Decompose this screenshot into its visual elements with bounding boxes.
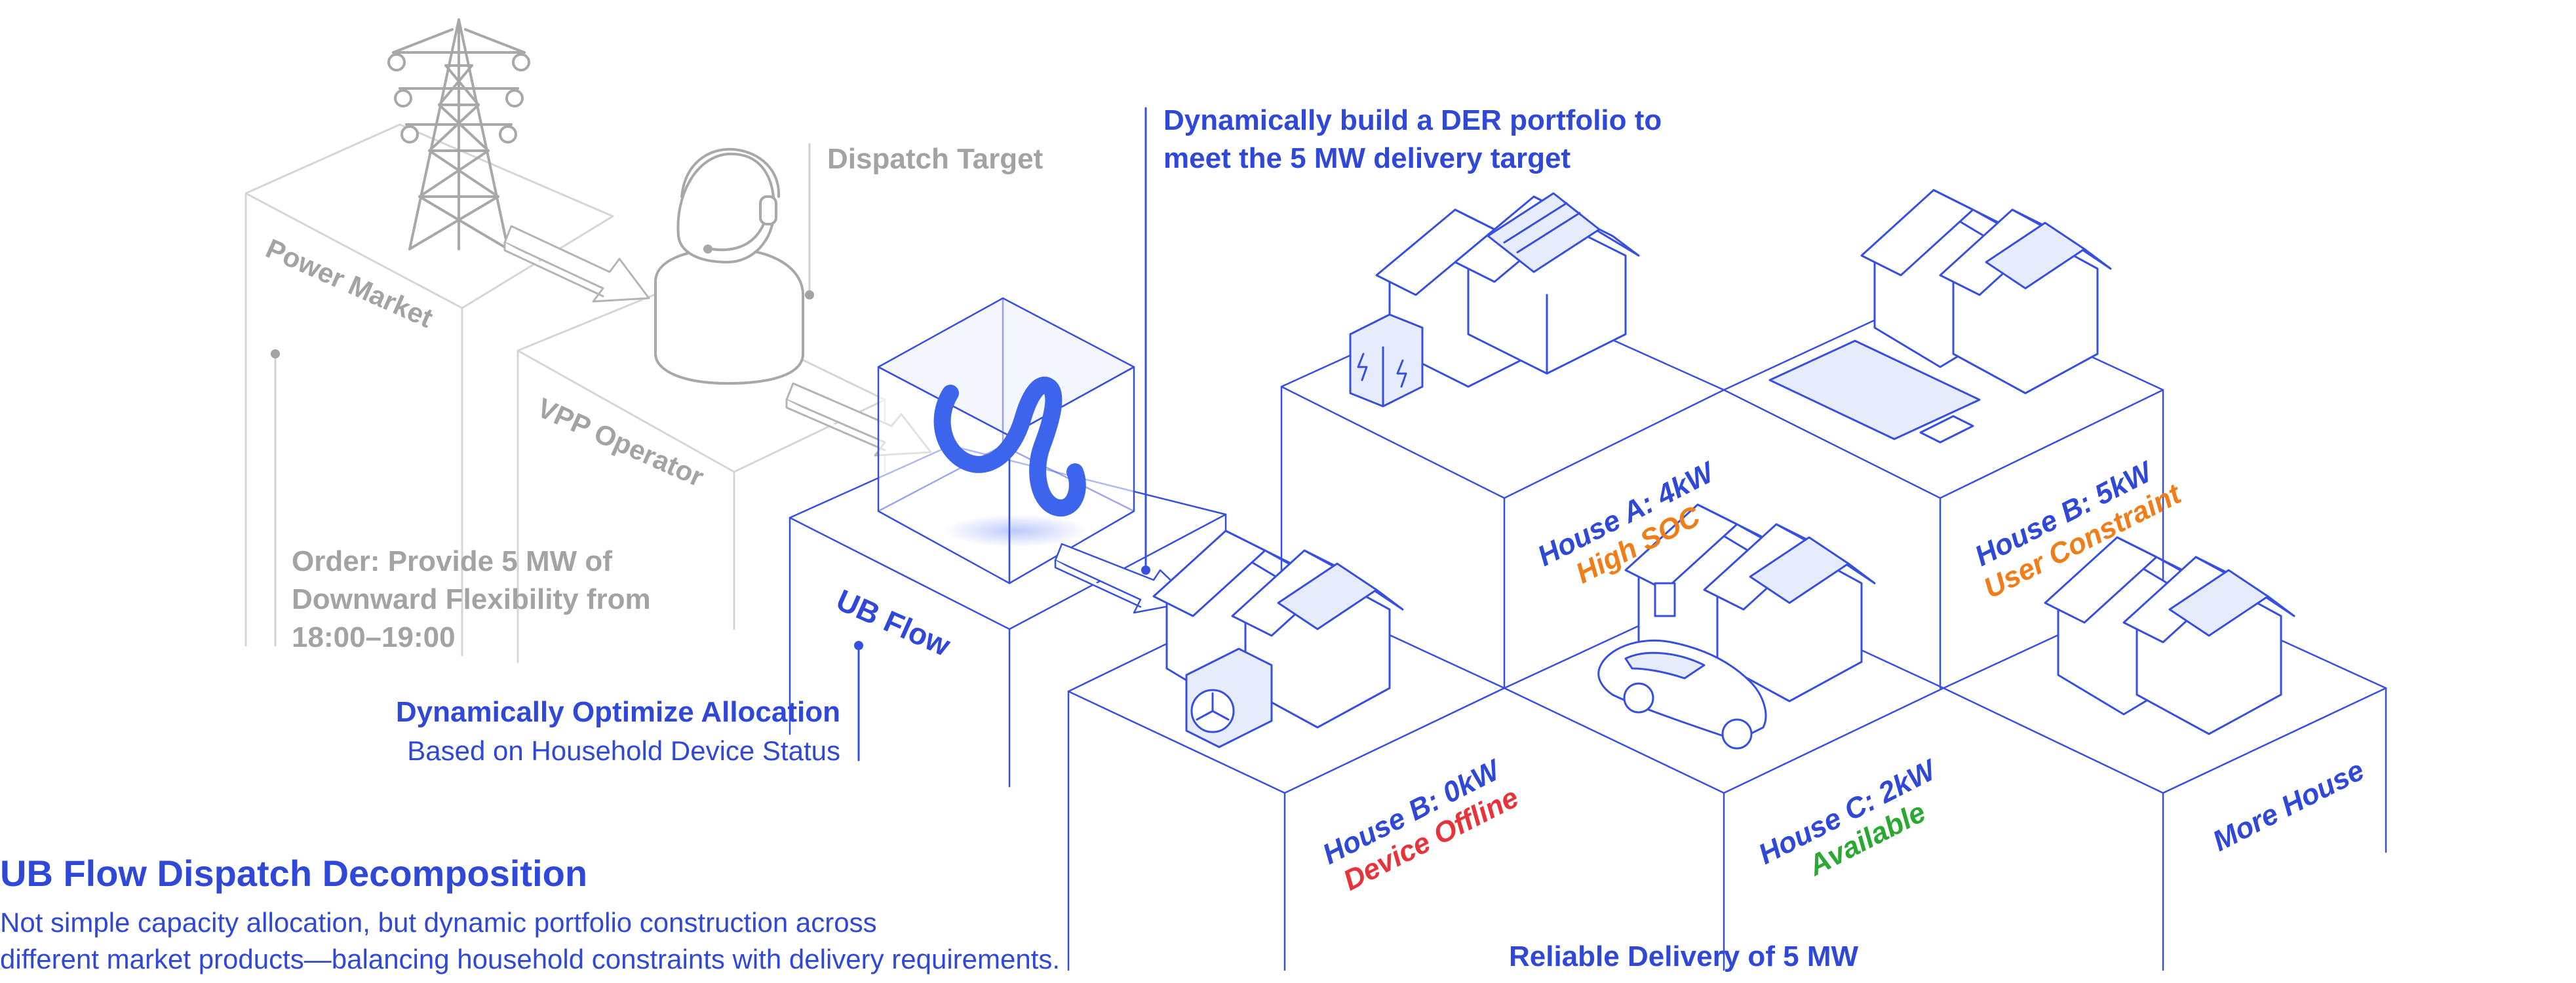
house-a-building (1375, 192, 1640, 388)
more-house-building (2044, 536, 2295, 735)
power-market-platform (244, 123, 614, 657)
electric-vehicle-icon (1597, 639, 1767, 750)
order-line: Downward Flexibility from (292, 583, 651, 615)
footer-description: Not simple capacity allocation, but dyna… (0, 904, 1060, 978)
order-line: 18:00–19:00 (292, 621, 456, 653)
footer-title: UB Flow Dispatch Decomposition (0, 853, 588, 894)
market-to-operator-arrow (503, 225, 650, 303)
operator-headset-icon (654, 147, 804, 385)
reliable-delivery-label: Reliable Delivery of 5 MW (1509, 940, 1859, 973)
solar-panel-icon (1768, 339, 1981, 444)
house-b5-building (1860, 189, 2112, 395)
dispatch-target-label: Dispatch Target (827, 143, 1044, 175)
der-note-line: Dynamically build a DER portfolio to (1163, 104, 1662, 136)
platform-edges (1067, 385, 2387, 971)
der-note-line: meet the 5 MW delivery target (1163, 142, 1571, 174)
optimize-title: Dynamically Optimize Allocation (395, 696, 840, 728)
callout-leaders (271, 107, 1150, 761)
ubflow-shadow (944, 514, 1088, 547)
optimize-subtitle: Based on Household Device Status (407, 735, 840, 766)
order-line: Order: Provide 5 MW of (292, 545, 612, 577)
battery-icon (1349, 313, 1424, 408)
ubflow-logo-icon (933, 377, 1086, 517)
heat-pump-icon (1185, 647, 1273, 748)
footer-description-line: different market products—balancing hous… (0, 944, 1061, 974)
transmission-tower-icon (387, 18, 530, 250)
der-portfolio-note: Dynamically build a DER portfolio to mee… (1163, 102, 1662, 178)
footer-description-line: Not simple capacity allocation, but dyna… (0, 907, 877, 938)
order-description: Order: Provide 5 MW of Downward Flexibil… (292, 543, 651, 657)
